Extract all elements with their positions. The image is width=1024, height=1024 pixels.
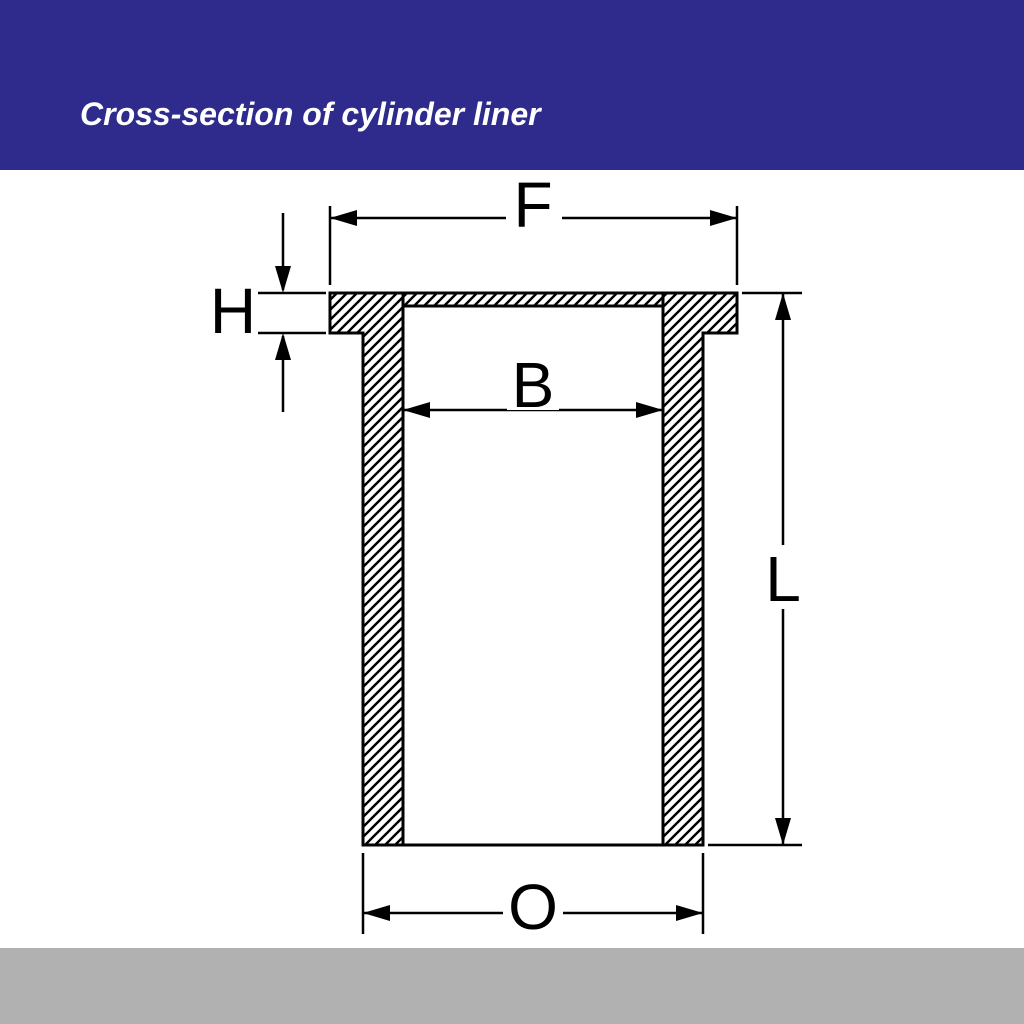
dimension-h: H [210, 213, 326, 412]
label-background [507, 356, 559, 410]
dimension-label-f: F [513, 169, 552, 241]
dimension-label-l: L [765, 543, 801, 615]
arrowhead-up [275, 333, 291, 360]
arrowhead-right [676, 905, 703, 921]
arrowhead-down [275, 266, 291, 293]
arrowhead-left [363, 905, 390, 921]
liner-section [328, 291, 739, 847]
arrowhead-down [775, 818, 791, 845]
label-background [506, 174, 562, 236]
dimension-o: O [361, 853, 705, 943]
arrowhead-up [775, 293, 791, 320]
label-background [503, 872, 563, 938]
liner-top-rim [401, 291, 665, 308]
dimension-l: L [708, 291, 811, 847]
dimension-label-o: O [508, 871, 558, 943]
dimension-f: F [328, 169, 739, 285]
arrowhead-right [636, 402, 663, 418]
liner-right-wall [661, 291, 739, 847]
dimension-label-h: H [210, 275, 256, 347]
liner-left-wall [328, 291, 405, 847]
arrowhead-right [710, 210, 737, 226]
dimension-b: B [403, 349, 663, 421]
header-band: Cross-section of cylinder liner [0, 0, 1024, 170]
page-title: Cross-section of cylinder liner [80, 96, 541, 132]
label-background [755, 545, 811, 609]
footer-band [0, 948, 1024, 1024]
arrowhead-left [403, 402, 430, 418]
arrowhead-left [330, 210, 357, 226]
dimension-label-b: B [512, 349, 555, 421]
